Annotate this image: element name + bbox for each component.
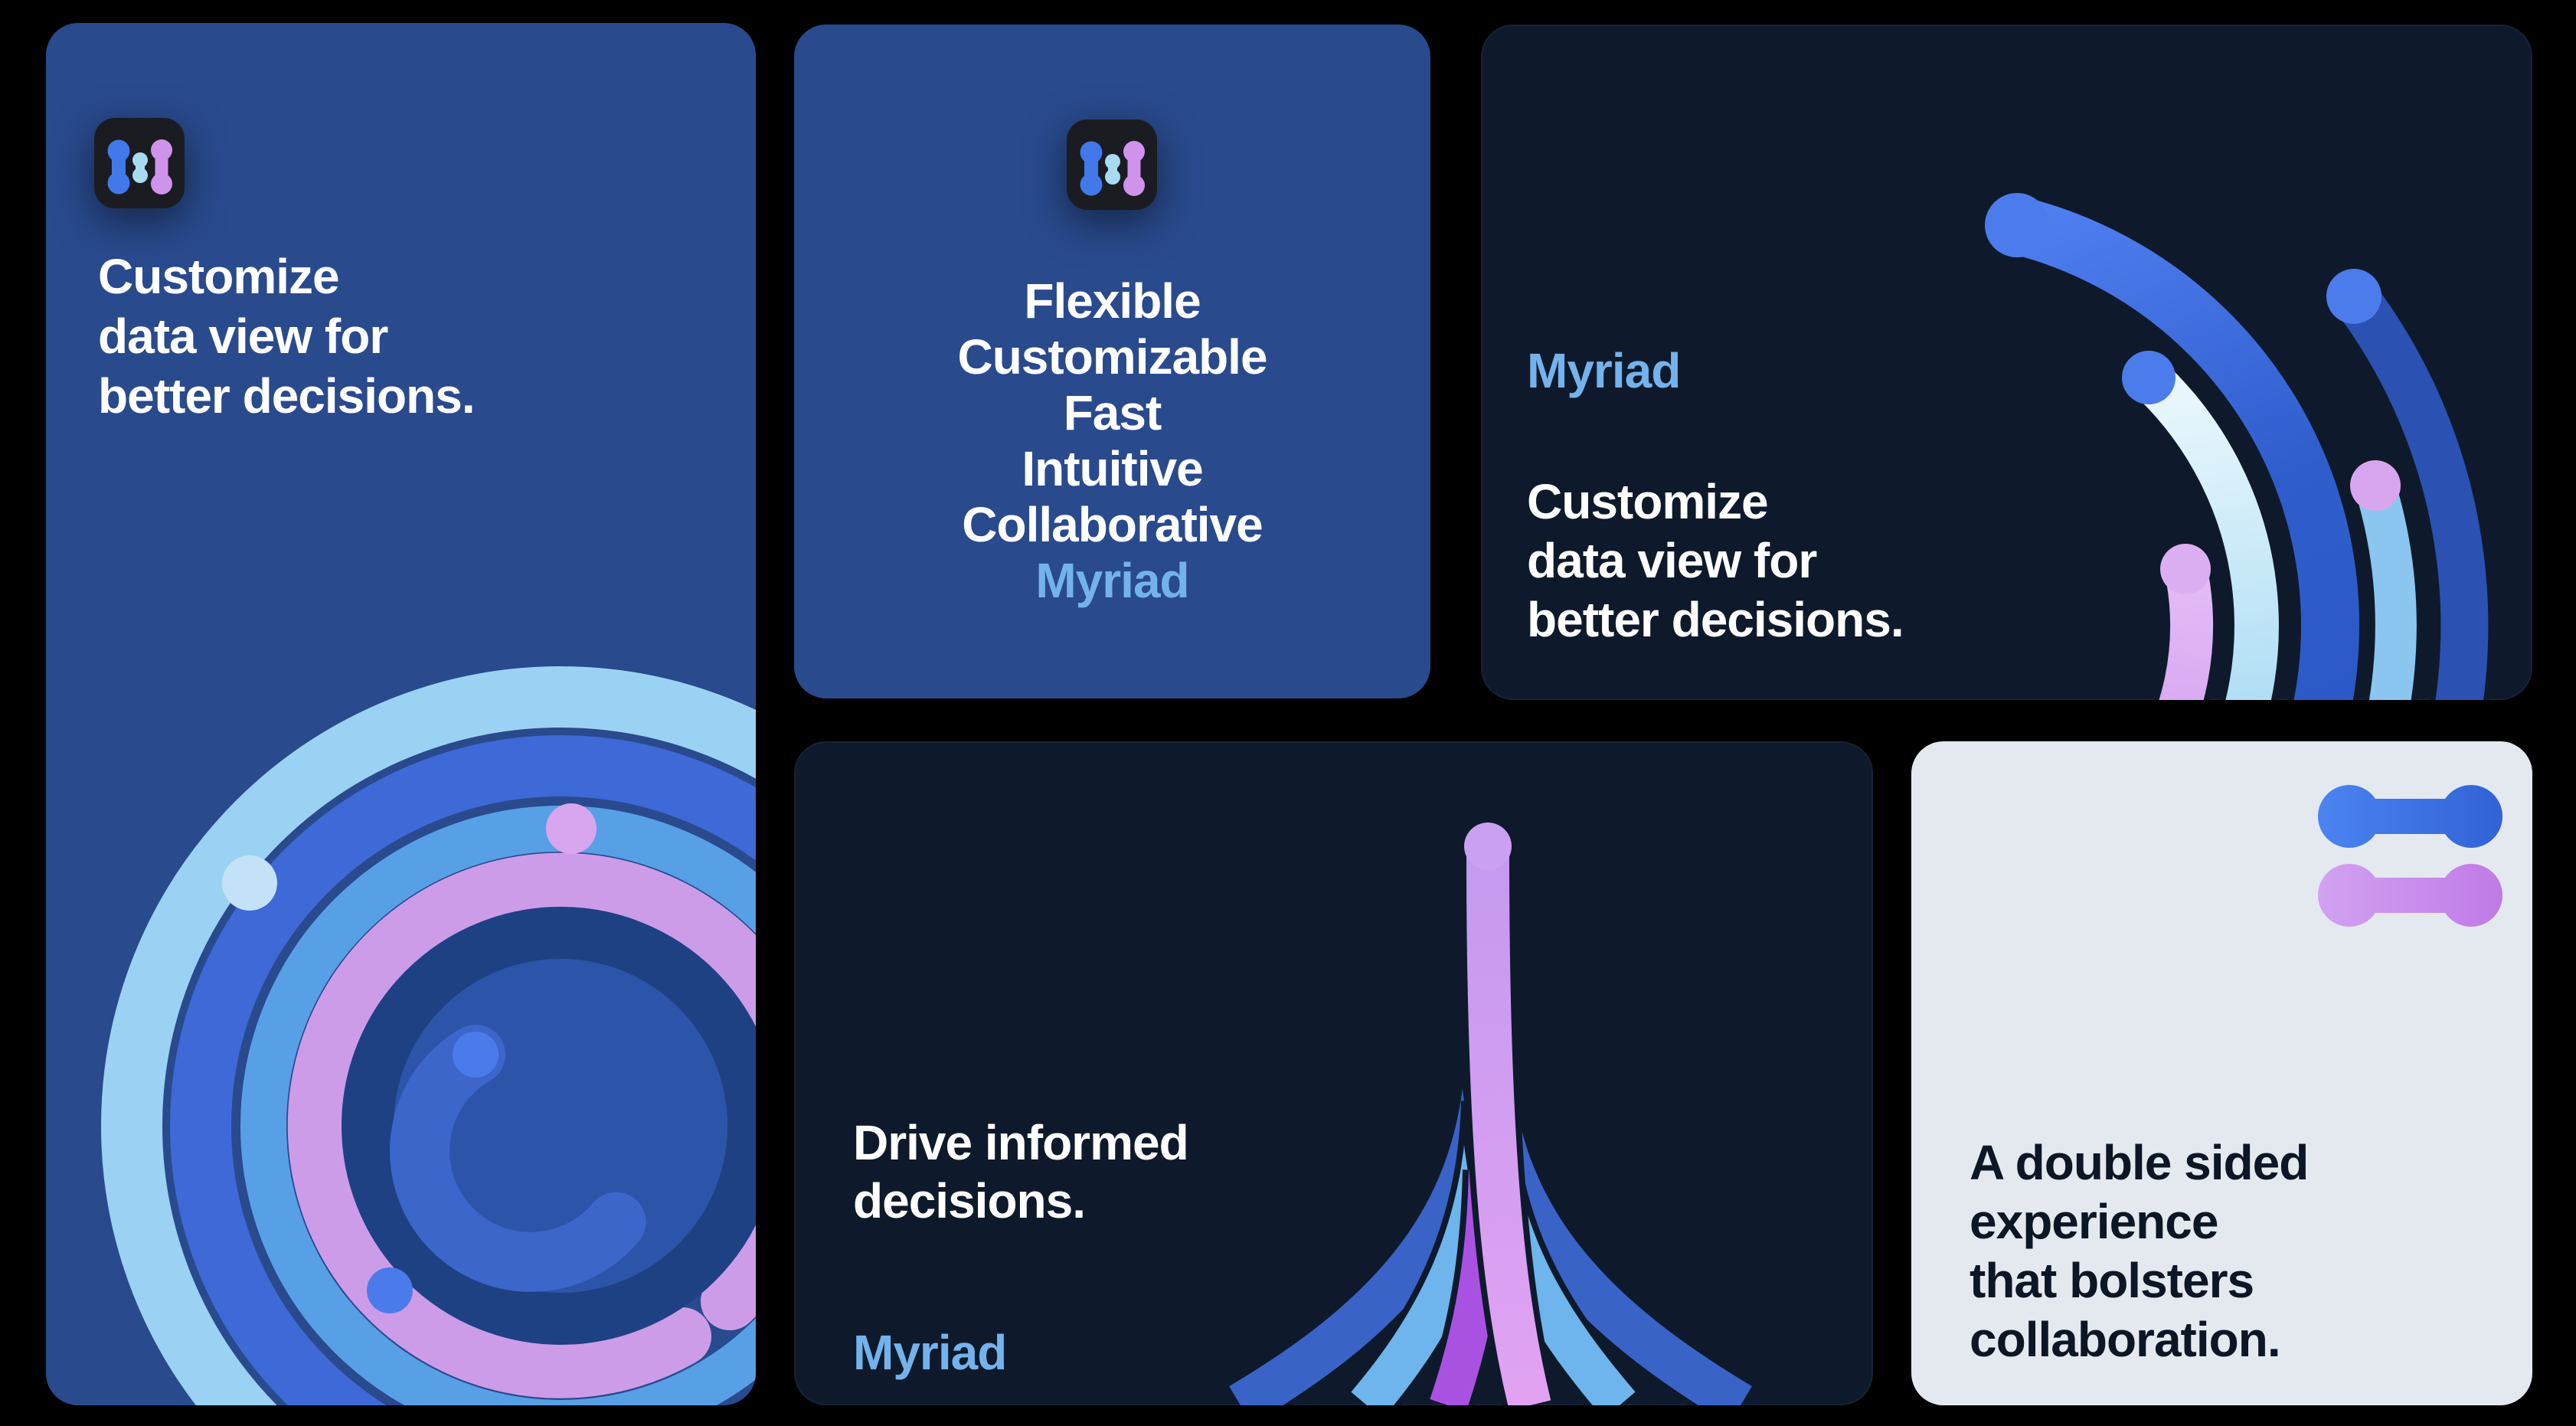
card4-headline: Drive informed decisions. — [853, 1114, 1189, 1230]
ring-sky — [101, 666, 756, 1405]
dot-blue — [1985, 193, 2049, 257]
brand-word: Myriad — [1035, 553, 1189, 608]
dumbbell-blue-icon — [2318, 785, 2502, 848]
dumbbell-blue-icon — [107, 139, 130, 195]
card2-word-stack: Flexible Customizable Fast Intuitive Col… — [794, 273, 1430, 609]
dot-blue — [367, 1267, 413, 1313]
arc-cyan — [2127, 355, 2279, 700]
dot-blue — [2326, 269, 2381, 324]
swoosh-arcs-art — [1982, 190, 2495, 700]
card1-headline: Customize data view for better decisions… — [98, 247, 476, 426]
brand-word: Myriad — [853, 1325, 1007, 1380]
myriad-app-icon-glyph — [1067, 119, 1157, 210]
headline-line: collaboration. — [1970, 1312, 2281, 1367]
headline-line: that bolsters — [1970, 1253, 2254, 1308]
dot-pale — [222, 855, 277, 911]
dot-blue — [2122, 351, 2176, 404]
myriad-app-icon — [93, 117, 185, 209]
myriad-app-icon-glyph — [94, 118, 185, 208]
word: Customizable — [957, 329, 1267, 384]
ring-navy — [342, 907, 756, 1345]
dot-pink — [2160, 544, 2211, 594]
card-double-sided: A double sided experience that bolsters … — [1911, 741, 2532, 1405]
headline-line: better decisions. — [1527, 592, 1904, 647]
headline-line: Customize — [1527, 474, 1769, 529]
dumbbell-lightblue-icon — [132, 152, 148, 183]
word: Collaborative — [962, 497, 1263, 552]
concentric-rings-art — [101, 666, 756, 1405]
headline-line: data view for — [1527, 533, 1817, 588]
fountain-art — [1226, 823, 1755, 1405]
ring-c-arc — [390, 1025, 646, 1292]
dot-pink — [546, 803, 597, 854]
arc-lightblue — [2354, 465, 2417, 700]
word: Fast — [1063, 385, 1162, 440]
arc-pink — [2159, 547, 2214, 700]
ring-royal — [170, 735, 756, 1405]
headline-line: experience — [1970, 1194, 2218, 1249]
dumbbell-blue-icon — [1080, 141, 1103, 196]
word: Flexible — [1024, 273, 1201, 329]
dumbbell-lightblue-icon — [1105, 154, 1120, 185]
card-word-stack: Flexible Customizable Fast Intuitive Col… — [794, 25, 1430, 698]
dot-lavender — [1464, 823, 1512, 870]
headline-line: A double sided — [1970, 1135, 2309, 1190]
card3-headline: Customize data view for better decisions… — [1527, 473, 1904, 649]
headline-line: Customize — [98, 249, 340, 304]
ring-lavender — [287, 852, 756, 1398]
headline-line: decisions. — [853, 1173, 1086, 1228]
brand-word: Myriad — [1527, 343, 1681, 398]
arc-royal — [1988, 196, 2359, 700]
word: Intuitive — [1022, 441, 1203, 496]
card5-headline: A double sided experience that bolsters … — [1970, 1133, 2309, 1369]
dumbbell-purple-icon — [2318, 864, 2502, 927]
card-drive-decisions: Drive informed decisions. Myriad — [794, 741, 1873, 1405]
stream-lavender-column — [1466, 855, 1551, 1405]
myriad-double-logo — [2318, 785, 2502, 927]
arc-outer-darkblue — [2330, 273, 2489, 700]
dot-blue — [453, 1032, 499, 1078]
card-customize-rings: Customize data view for better decisions… — [46, 23, 756, 1405]
headline-line: better decisions. — [98, 368, 476, 424]
dot-pink — [2350, 460, 2401, 511]
dumbbell-purple-icon — [1123, 141, 1145, 196]
card-myriad-customize: Myriad Customize data view for better de… — [1481, 25, 2532, 700]
headline-line: Drive informed — [853, 1115, 1189, 1170]
myriad-app-icon — [1066, 119, 1158, 211]
dumbbell-purple-icon — [151, 139, 172, 195]
headline-line: data view for — [98, 309, 388, 364]
